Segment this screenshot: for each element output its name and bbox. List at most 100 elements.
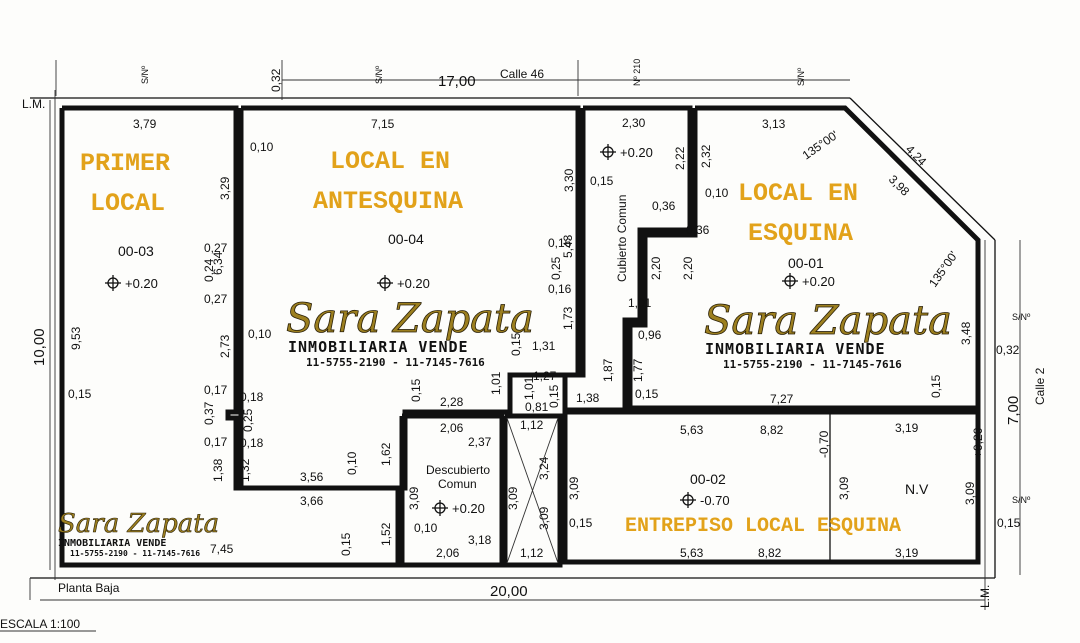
dim-2-06: 2,06: [436, 546, 460, 560]
dim-1-12: 1,12: [520, 546, 544, 560]
room-cubierto-comun: Cubierto Comun: [615, 195, 629, 282]
dim-3-48: 3,48: [959, 321, 973, 345]
dim-0-10: 0,10: [705, 186, 729, 200]
dim-3-79: 3,79: [133, 117, 157, 131]
brand-name: Sara Zapata: [58, 509, 219, 539]
dim-0-17: 0,17: [204, 435, 228, 449]
dim-0-15: 0,15: [569, 516, 593, 530]
title-entrepiso: ENTREPISO LOCAL ESQUINA: [625, 515, 901, 538]
dim-5-63: 5,63: [680, 546, 704, 560]
dim-0-15: 0,15: [635, 387, 659, 401]
dim-3-66: 3,66: [300, 494, 324, 508]
dim-6-34: 6,34: [211, 251, 225, 275]
room-descubierto-1: Descubierto: [426, 463, 490, 477]
title-primer-2: LOCAL: [90, 189, 165, 218]
level-marker-icon: [680, 492, 696, 508]
brand-logo-3: Sara Zapata INMOBILIARIA VENDE 11-5755-2…: [58, 509, 220, 558]
brand-phones: 11-5755-2190 - 11-7145-7616: [70, 549, 200, 558]
room-nv: N.V: [905, 481, 929, 497]
dim-0-17: 0,17: [204, 383, 228, 397]
unit-code-00-03: 00-03: [118, 243, 154, 259]
sn-label-1: S/Nº: [140, 65, 150, 84]
dim-0-16: 0,16: [548, 282, 572, 296]
level-markers: +0.20 +0.20 +0.20 +0.20 +0.20 -0.70 -0,7…: [105, 144, 985, 516]
dim-3-30: 3,30: [562, 168, 576, 192]
level-marker-icon: [377, 275, 393, 291]
level-cubierto: +0.20: [620, 145, 653, 160]
dim-2-32: 2,32: [699, 144, 713, 168]
dim-2-73: 2,73: [218, 334, 232, 358]
dim-1-01: 1,01: [489, 371, 503, 395]
dim-0-36: 0,36: [686, 223, 710, 237]
dim-135-deg-top: 135°00': [800, 128, 841, 163]
dim-3-29: 3,29: [218, 176, 232, 200]
level-marker-icon: [105, 275, 121, 291]
brand-name: Sara Zapata: [704, 298, 952, 344]
dim-8-82: 8,82: [760, 423, 784, 437]
dim-0-18: 0,18: [240, 436, 264, 450]
dim-2-20: 2,20: [681, 256, 695, 280]
n210-label: Nº 210: [632, 59, 642, 86]
unit-code-00-02: 00-02: [690, 471, 726, 487]
dim-0-36: 0,36: [652, 199, 676, 213]
dim-3-13: 3,13: [762, 117, 786, 131]
level-marker-icon: [600, 144, 616, 160]
title-primer-1: PRIMER: [80, 149, 170, 178]
level-marker-icon: [432, 500, 448, 516]
walls: [59, 105, 981, 568]
dim-3-09: 3,09: [963, 481, 977, 505]
dim-0-15: 0,15: [590, 174, 614, 188]
dim-2-30: 2,30: [622, 116, 646, 130]
sn-label-5: S/Nº: [1012, 495, 1031, 505]
dim-0-10: 0,10: [248, 327, 272, 341]
dim-1-73: 1,73: [561, 306, 575, 330]
dim-0-25: 0,25: [549, 256, 563, 280]
dim-1-32: 1,32: [238, 458, 252, 482]
dim-1-87: 1,87: [601, 358, 615, 382]
dim-0-10: 0,10: [345, 451, 359, 475]
dim-0-15: 0,15: [509, 332, 523, 356]
dim-7-27: 7,27: [770, 392, 794, 406]
dim-3-98: 3,98: [886, 172, 913, 199]
sn-label-3: S/Nº: [796, 67, 806, 86]
level-marker-icon: [782, 273, 798, 289]
level-00-04: +0.20: [397, 276, 430, 291]
dim-0-18: 0,18: [240, 390, 264, 404]
total-bottom-dim: 20,00: [490, 583, 528, 600]
dim-3-19: 3,19: [895, 546, 919, 560]
dim-1-62: 1,62: [379, 442, 393, 466]
lm-top-label: L.M.: [22, 97, 45, 111]
sn-label-4: S/Nº: [1012, 312, 1031, 322]
dim-2-20: 2,20: [649, 256, 663, 280]
title-esquina-2: ESQUINA: [748, 219, 853, 248]
dim-0-25: 0,25: [241, 408, 255, 432]
dim-3-19: 3,19: [895, 421, 919, 435]
brand-phones: 11-5755-2190 - 11-7145-7616: [723, 358, 902, 371]
level-00-02: -0.70: [700, 493, 730, 508]
total-top-dim: 17,00: [438, 73, 476, 90]
stair-symbol: [506, 417, 559, 564]
dimension-labels: 3,79 9,53 0,15 7,15 0,10 3,29 0,27 0,24 …: [68, 116, 1021, 560]
dim-0-15: 0,15: [547, 384, 561, 408]
dim-0-15: 0,15: [339, 532, 353, 556]
level-00-03: +0.20: [125, 276, 158, 291]
dim-0-32-top: 0,32: [269, 68, 283, 92]
level-nv-left: -0,70: [817, 430, 831, 458]
dim-0-81: 0,81: [525, 400, 549, 414]
dim-0-37: 0,37: [202, 401, 216, 425]
property-lines: [29, 60, 1021, 610]
street-top-label: Calle 46: [500, 67, 544, 81]
dim-0-27: 0,27: [204, 292, 228, 306]
level-nv-right: +0,20: [971, 427, 985, 458]
title-esquina-1: LOCAL EN: [738, 179, 858, 208]
dim-3-18: 3,18: [468, 533, 492, 547]
dim-1-27: 1,27: [533, 369, 557, 383]
dim-0-96: 0,96: [638, 328, 662, 342]
street-right-label: Calle 2: [1033, 367, 1047, 405]
dim-3-09: 3,09: [837, 476, 851, 500]
brand-tagline: INMOBILIARIA VENDE: [705, 340, 886, 358]
dim-1-77: 1,77: [631, 358, 645, 382]
dim-0-32-right: 0,32: [996, 343, 1020, 357]
dim-3-24: 3,24: [537, 456, 551, 480]
